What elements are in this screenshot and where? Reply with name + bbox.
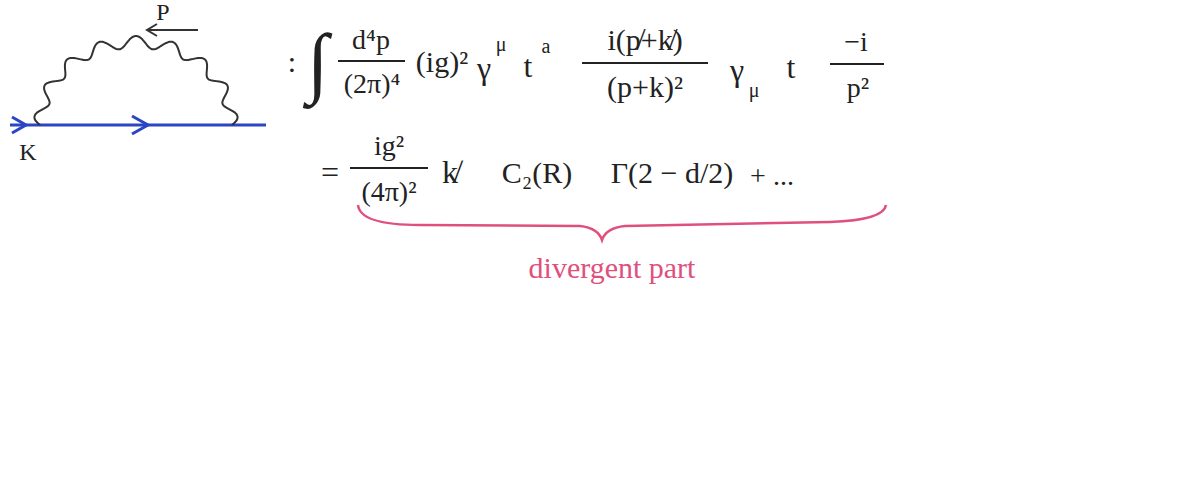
math-text: ig²	[374, 132, 404, 160]
fraction-bars	[338, 61, 884, 168]
math-text: (ig)²	[416, 47, 468, 77]
math-text: (2π)⁴	[344, 70, 401, 98]
math-symbol: :	[288, 47, 296, 77]
momentum-label: P	[156, 0, 169, 24]
math-text: t	[524, 50, 533, 82]
math-text: −i	[844, 28, 868, 56]
superscript: μ	[496, 34, 507, 54]
arrow-head	[12, 117, 26, 133]
annotation: divergent part	[529, 253, 696, 283]
math-text: Γ(2 − d/2)	[611, 158, 734, 188]
fraction-bar	[830, 63, 884, 65]
math-text: p²	[847, 74, 869, 102]
underbrace	[358, 205, 886, 240]
math-symbol: =	[321, 156, 339, 188]
fraction-bar	[582, 62, 708, 64]
subscript: μ	[749, 80, 760, 100]
superscript: a	[542, 36, 551, 56]
math-text: i(p̸+k̸)	[607, 25, 682, 55]
math-text: d⁴p	[352, 26, 390, 54]
momentum-arrow	[147, 24, 198, 36]
math-text: (4π)²	[361, 178, 416, 206]
fermion-line	[10, 116, 266, 134]
momentum-label: K	[19, 140, 36, 164]
math-text: k̸	[442, 156, 458, 188]
gluon-line	[34, 36, 237, 125]
fraction-bar	[350, 167, 428, 169]
math-text: (p+k)²	[607, 72, 683, 102]
arrow-head	[147, 24, 157, 36]
momentum-arrow	[148, 29, 198, 31]
math-text: + ...	[750, 162, 794, 190]
fraction-bar	[338, 60, 405, 62]
fermion-line	[10, 124, 266, 127]
math-text: C₂(R)	[502, 158, 572, 188]
arrow-head	[132, 116, 148, 134]
math-text: γ	[730, 54, 744, 86]
math-text: t	[787, 51, 796, 83]
integral-sign: ∫	[307, 23, 328, 101]
math-text: γ	[477, 52, 491, 84]
